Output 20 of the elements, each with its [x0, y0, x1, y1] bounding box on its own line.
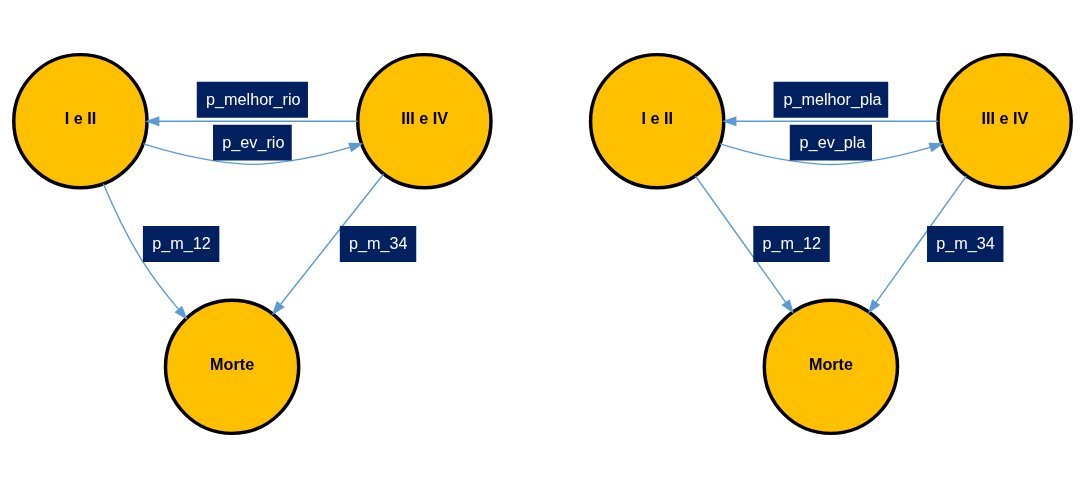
edge-label: p_m_34	[349, 233, 408, 252]
edge-label: p_ev_pla	[799, 132, 866, 151]
node-circle: I e II	[588, 52, 726, 190]
edge-label: p_ev_rio	[222, 132, 285, 151]
edge-label: p_m_34	[936, 233, 995, 252]
arrow	[142, 142, 364, 166]
arrow	[102, 183, 188, 320]
arrow	[271, 173, 385, 316]
arrow	[145, 116, 359, 127]
node-circle: I e II	[12, 52, 149, 190]
edge-label: p_melhor_rio	[206, 89, 301, 108]
node-circle: III e IV	[936, 52, 1073, 190]
edge-label: p_m_12	[152, 233, 211, 252]
arrow	[722, 116, 939, 127]
node-circle: III e IV	[356, 52, 493, 190]
arrow	[719, 142, 944, 166]
edge-label: p_m_12	[762, 233, 822, 252]
arrow	[694, 175, 794, 314]
edge-label: p_melhor_pla	[783, 89, 882, 108]
arrow	[867, 175, 967, 314]
